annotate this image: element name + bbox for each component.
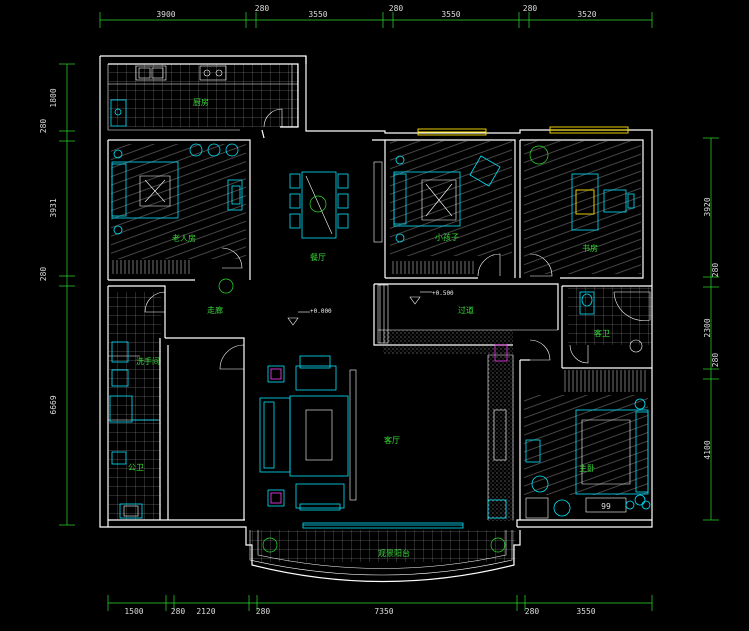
living-furniture xyxy=(259,355,507,553)
dim-top-5: 3550 xyxy=(441,10,460,19)
guest-bath-fixtures xyxy=(579,291,651,353)
study-furniture xyxy=(529,145,635,231)
dim-left-2: 280 xyxy=(39,119,48,134)
dim-right-4: 280 xyxy=(711,353,720,368)
label-laundry: 洗手间 xyxy=(136,356,160,366)
label-public-bath: 公卫 xyxy=(128,463,144,472)
elder-room-furniture xyxy=(111,143,243,235)
dim-top-6: 280 xyxy=(523,4,538,13)
bath-fixtures xyxy=(109,341,158,519)
floor-fills xyxy=(109,64,652,562)
doors xyxy=(108,108,589,421)
level-passage: +0.500 xyxy=(432,290,454,297)
windows xyxy=(302,126,629,529)
label-child-room: 小孩子 xyxy=(435,232,459,242)
tv-label: 99 xyxy=(601,502,611,511)
room-labels: 厨房 老人房 餐厅 小孩子 书房 走廊 过道 客卫 洗手间 公卫 客厅 主卧 观… xyxy=(128,97,611,558)
dim-right-5: 4100 xyxy=(703,440,712,459)
dim-top-3: 3550 xyxy=(308,10,327,19)
level-markers xyxy=(287,291,432,326)
passage-steps xyxy=(218,278,508,362)
dimension-lines xyxy=(59,12,719,611)
dimensions-bottom: 1500 280 2120 280 7350 280 3550 xyxy=(124,607,595,616)
label-corridor: 走廊 xyxy=(207,305,223,315)
dining-furniture xyxy=(289,171,349,239)
dim-bottom-6: 280 xyxy=(525,607,540,616)
label-balcony: 观景阳台 xyxy=(378,548,410,558)
dimensions-left: 1800 280 3931 280 6669 xyxy=(39,88,58,414)
dim-right-2: 280 xyxy=(711,263,720,278)
label-master-bed: 主卧 xyxy=(579,463,595,473)
dim-top-7: 3520 xyxy=(577,10,596,19)
label-elder-room: 老人房 xyxy=(172,233,196,243)
dim-left-5: 6669 xyxy=(49,395,58,414)
dim-top-4: 280 xyxy=(389,4,404,13)
dim-right-1: 3920 xyxy=(703,197,712,216)
label-dining: 餐厅 xyxy=(310,253,326,262)
dimensions-right: 3920 280 2300 280 4100 xyxy=(703,197,720,459)
dimensions-top: 3900 280 3550 280 3550 280 3520 xyxy=(156,4,596,19)
label-kitchen: 厨房 xyxy=(193,97,209,107)
dim-bottom-1: 1500 xyxy=(124,607,143,616)
dim-right-3: 2300 xyxy=(703,318,712,337)
dim-bottom-4: 280 xyxy=(256,607,271,616)
dim-bottom-7: 3550 xyxy=(576,607,595,616)
dim-left-3: 3931 xyxy=(49,198,58,217)
label-study: 书房 xyxy=(582,243,598,253)
dim-bottom-2: 280 xyxy=(171,607,186,616)
label-living: 客厅 xyxy=(384,435,400,445)
label-guest-bath: 客卫 xyxy=(594,328,610,338)
dim-left-4: 280 xyxy=(39,267,48,282)
dim-top-1: 3900 xyxy=(156,10,175,19)
dim-bottom-5: 7350 xyxy=(374,607,393,616)
child-room-furniture xyxy=(393,155,501,243)
dim-top-2: 280 xyxy=(255,4,270,13)
dim-left-1: 1800 xyxy=(49,88,58,107)
walls xyxy=(99,55,653,583)
dim-bottom-3: 2120 xyxy=(196,607,215,616)
level-main: +0.000 xyxy=(310,308,332,315)
label-passage: 过道 xyxy=(458,305,474,315)
kitchen-fixtures xyxy=(108,64,298,127)
master-furniture xyxy=(525,398,651,519)
